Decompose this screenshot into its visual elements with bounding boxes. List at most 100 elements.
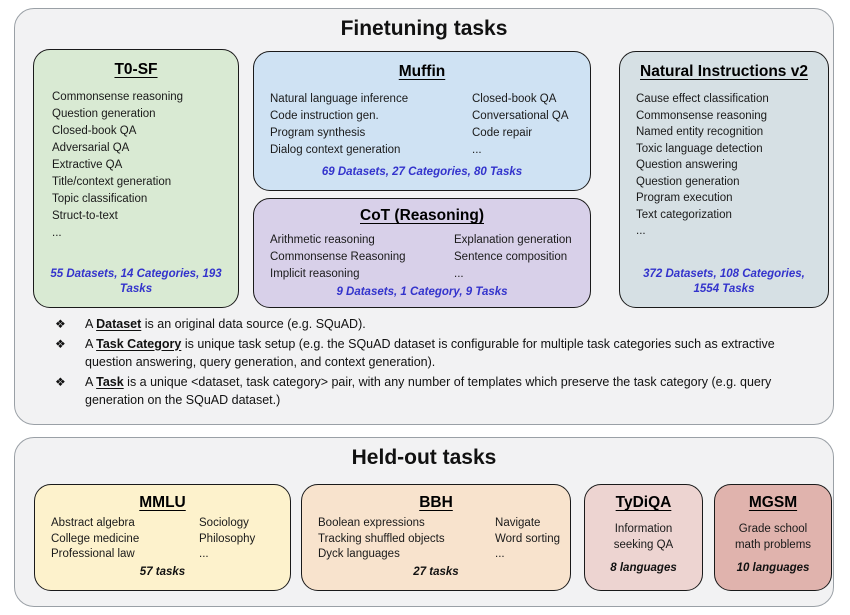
- note-task-category-text: A Task Category is unique task setup (e.…: [85, 336, 775, 370]
- task-item: Closed-book QA: [472, 93, 557, 106]
- task-item: Professional law: [51, 548, 135, 561]
- task-item: Cause effect classification: [636, 93, 769, 106]
- note-dataset: ❖ A Dataset is an original data source (…: [55, 315, 817, 334]
- task-item: Philosophy: [199, 532, 256, 545]
- heldout-panel-title: Held-out tasks: [351, 446, 497, 469]
- task-item: Struct-to-text: [52, 210, 118, 223]
- task-item: Word sorting: [495, 532, 560, 545]
- task-item: Closed-book QA: [52, 125, 137, 138]
- note-task-category: ❖ A Task Category is unique task setup (…: [55, 335, 817, 372]
- mmlu-task-list-left: Abstract algebra College medicine Profes…: [45, 516, 193, 563]
- tydiqa-stats: 8 languages: [610, 562, 677, 574]
- note-task: ❖ A Task is a unique <dataset, task cate…: [55, 373, 817, 410]
- task-item: Conversational QA: [472, 110, 569, 123]
- finetuning-panel-title: Finetuning tasks: [340, 17, 508, 40]
- ellipsis-item: ...: [636, 225, 646, 238]
- task-item: Dyck languages: [318, 548, 400, 561]
- mgsm-box: MGSM Grade school math problems 10 langu…: [714, 484, 832, 591]
- task-item: Boolean expressions: [318, 517, 425, 530]
- task-item: Tracking shuffled objects: [318, 532, 445, 545]
- task-item: Natural language inference: [270, 93, 409, 106]
- niv2-stats: 372 Datasets, 108 Categories, 1554 Tasks: [643, 268, 805, 295]
- diamond-bullet-icon: ❖: [55, 336, 66, 351]
- task-item: Topic classification: [52, 193, 148, 206]
- note-task-text: A Task is a unique <dataset, task catego…: [85, 374, 772, 408]
- t0sf-box: T0-SF Commonsense reasoning Question gen…: [33, 49, 239, 308]
- muffin-stats: 69 Datasets, 27 Categories, 80 Tasks: [321, 166, 523, 178]
- bbh-box: BBH Boolean expressions Tracking shuffle…: [301, 484, 571, 591]
- task-item: Adversarial QA: [52, 142, 130, 155]
- finetuning-panel: Finetuning tasks T0-SF Commonsense reaso…: [14, 8, 834, 425]
- niv2-task-list: Cause effect classification Commonsense …: [630, 91, 818, 240]
- task-item: Code repair: [472, 127, 533, 140]
- heldout-panel: Held-out tasks MMLU Abstract algebra Col…: [14, 437, 834, 607]
- task-item: Dialog context generation: [270, 144, 401, 157]
- task-item: College medicine: [51, 532, 140, 545]
- mmlu-task-list-right: Sociology Philosophy ...: [193, 516, 255, 563]
- task-item: Named entity recognition: [636, 126, 764, 139]
- muffin-columns: Natural language inference Code instruct…: [264, 91, 580, 159]
- cot-task-list-right: Explanation generation Sentence composit…: [448, 232, 572, 283]
- niv2-title: Natural Instructions v2: [640, 63, 808, 80]
- task-item: Arithmetic reasoning: [270, 234, 375, 247]
- niv2-box: Natural Instructions v2 Cause effect cla…: [619, 51, 829, 308]
- note-dataset-text: A Dataset is an original data source (e.…: [85, 317, 366, 331]
- mgsm-stats: 10 languages: [736, 562, 810, 574]
- term-dataset: Dataset: [96, 317, 142, 331]
- task-item: Extractive QA: [52, 159, 123, 172]
- task-item: Commonsense Reasoning: [270, 251, 406, 264]
- tydiqa-title: TyDiQA: [615, 494, 672, 511]
- mgsm-title: MGSM: [748, 494, 798, 511]
- task-item: Sociology: [199, 517, 249, 530]
- task-item: Implicit reasoning: [270, 268, 360, 281]
- task-item: Commonsense reasoning: [52, 91, 184, 104]
- ellipsis-item: ...: [472, 144, 482, 157]
- task-item: Code instruction gen.: [270, 110, 379, 123]
- task-item: Abstract algebra: [51, 517, 135, 530]
- term-task-category: Task Category: [96, 336, 182, 351]
- task-item: Question generation: [636, 175, 740, 188]
- mmlu-box: MMLU Abstract algebra College medicine P…: [34, 484, 291, 591]
- task-item: Program execution: [636, 192, 733, 205]
- task-item: Commonsense reasoning: [636, 109, 768, 122]
- bbh-title: BBH: [419, 494, 453, 511]
- muffin-task-list-left: Natural language inference Code instruct…: [264, 91, 466, 159]
- task-item: Question answering: [636, 159, 738, 172]
- ellipsis-item: ...: [199, 548, 209, 561]
- mgsm-description: Grade school math problems: [734, 523, 812, 551]
- ellipsis-item: ...: [454, 268, 464, 281]
- task-item: Program synthesis: [270, 127, 366, 140]
- mmlu-title: MMLU: [139, 494, 186, 511]
- t0sf-task-list: Commonsense reasoning Question generatio…: [44, 89, 228, 242]
- cot-box: CoT (Reasoning) Arithmetic reasoning Com…: [253, 198, 591, 308]
- t0sf-stats: 55 Datasets, 14 Categories, 193 Tasks: [50, 268, 222, 295]
- ellipsis-item: ...: [52, 227, 62, 240]
- diamond-bullet-icon: ❖: [55, 374, 66, 389]
- term-task: Task: [96, 374, 124, 389]
- muffin-task-list-right: Closed-book QA Conversational QA Code re…: [466, 91, 569, 159]
- task-item: Navigate: [495, 517, 541, 530]
- muffin-box: Muffin Natural language inference Code i…: [253, 51, 591, 191]
- t0sf-title: T0-SF: [114, 61, 158, 78]
- ellipsis-item: ...: [495, 548, 505, 561]
- task-item: Explanation generation: [454, 234, 572, 247]
- muffin-title: Muffin: [398, 63, 446, 80]
- mmlu-stats: 57 tasks: [139, 565, 186, 578]
- cot-columns: Arithmetic reasoning Commonsense Reasoni…: [264, 232, 580, 283]
- cot-stats: 9 Datasets, 1 Category, 9 Tasks: [336, 286, 508, 299]
- bbh-columns: Boolean expressions Tracking shuffled ob…: [312, 516, 560, 563]
- task-item: Toxic language detection: [636, 142, 763, 155]
- cot-title: CoT (Reasoning): [360, 207, 484, 224]
- definition-notes: ❖ A Dataset is an original data source (…: [55, 315, 817, 411]
- task-item: Title/context generation: [52, 176, 172, 189]
- cot-task-list-left: Arithmetic reasoning Commonsense Reasoni…: [264, 232, 448, 283]
- task-item: Sentence composition: [454, 251, 568, 264]
- tydiqa-description: Information seeking QA: [613, 523, 674, 551]
- bbh-task-list-left: Boolean expressions Tracking shuffled ob…: [312, 516, 489, 563]
- bbh-stats: 27 tasks: [413, 565, 459, 578]
- tydiqa-box: TyDiQA Information seeking QA 8 language…: [584, 484, 703, 591]
- bbh-task-list-right: Navigate Word sorting ...: [489, 516, 560, 563]
- task-item: Text categorization: [636, 208, 732, 221]
- task-item: Question generation: [52, 108, 156, 121]
